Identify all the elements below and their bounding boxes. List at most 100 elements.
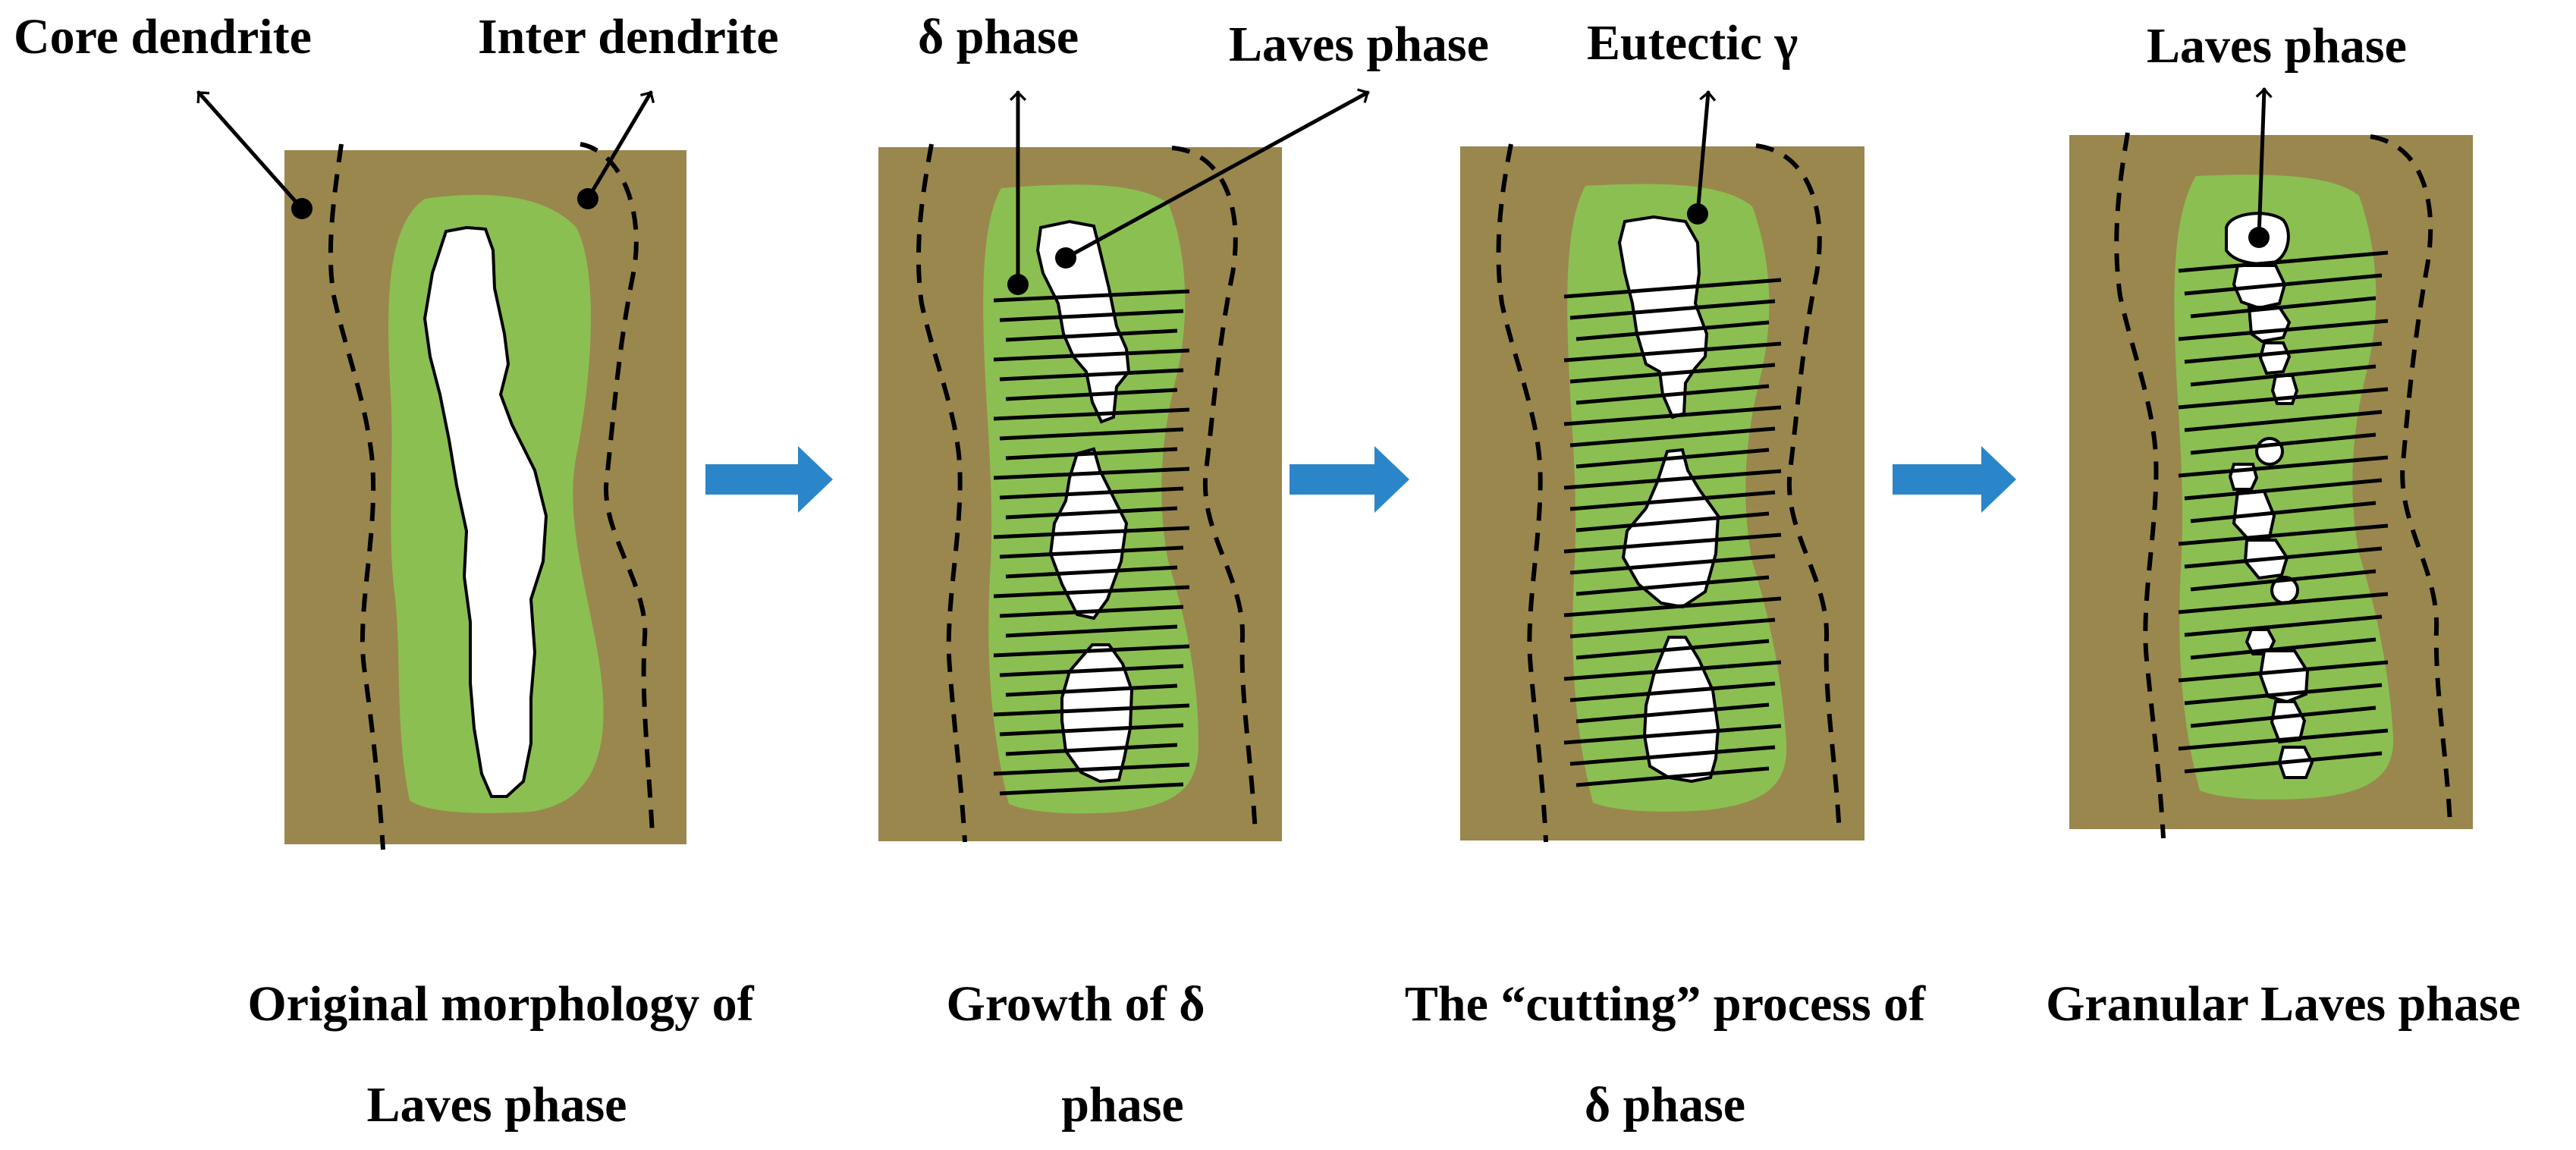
delta-phase-needle: [1569, 554, 1776, 575]
delta-phase-needle: [993, 348, 1190, 362]
delta-phase-needle: [2178, 455, 2389, 478]
delta-phase-needle: [999, 723, 1184, 737]
caption-line: phase: [1061, 1077, 1183, 1133]
caption-line: Original morphology of: [247, 976, 754, 1032]
delta-phase-needle: [1563, 405, 1782, 426]
core-dendrite-boundary-left: [328, 143, 385, 850]
delta-phase-needle: [2184, 410, 2383, 432]
delta-phase-needle: [999, 427, 1184, 441]
delta-phase-needle: [1575, 575, 1770, 596]
caption-line: Growth of δ: [946, 976, 1205, 1032]
delta-phase-needle: [2184, 614, 2383, 637]
delta-phase-needle: [2190, 569, 2377, 592]
delta-phase-needle: [993, 526, 1190, 539]
delta-phase-needle: [993, 703, 1190, 717]
delta-phase-needle: [1563, 660, 1782, 681]
delta-phase-needle: [2184, 478, 2383, 501]
delta-phase-needle: [1563, 533, 1782, 554]
laves-phase-label: Laves phase: [1229, 17, 1489, 72]
panel-cutting-process: Eutectic γ: [1460, 15, 1864, 843]
right-arrow: [1893, 446, 2016, 513]
laves-phase-segment: [1035, 219, 1131, 424]
delta-phase-needle: [2190, 432, 2377, 455]
laves-phase-leader: [1063, 93, 1370, 260]
core-dendrite-boundary-left: [2114, 132, 2166, 839]
caption-line: The “cutting” process of: [1405, 976, 1926, 1032]
delta-phase-needle: [999, 664, 1184, 677]
laves-phase-segment: [1642, 636, 1720, 784]
delta-phase-needle: [1005, 565, 1178, 579]
delta-phase-needle: [1575, 702, 1770, 724]
right-arrow: [705, 446, 833, 513]
delta-phase-needle: [1569, 617, 1776, 639]
delta-phase-needle: [1563, 278, 1782, 299]
delta-phase-needle: [999, 486, 1184, 500]
delta-phase-needle: [993, 467, 1190, 480]
delta-phase-needle: [993, 289, 1190, 303]
delta-phase-needle: [1575, 448, 1770, 469]
delta-phase-needle: [1575, 639, 1770, 660]
delta-phase-needle: [2190, 705, 2377, 728]
delta-phase-needles: [2178, 250, 2389, 774]
delta-phase-needle: [1569, 363, 1776, 384]
panel-original-morphology: Core dendrite Inter dendrite: [14, 9, 779, 850]
delta-phase-needle: [1575, 766, 1770, 787]
delta-phase-needles: [993, 289, 1190, 796]
delta-phase-needle: [2184, 751, 2383, 774]
core-dendrite-boundary-left: [1496, 143, 1548, 843]
core-dendrite-boundary-right: [1755, 143, 1842, 835]
delta-phase-needle: [1005, 506, 1178, 520]
delta-phase-needle: [993, 762, 1190, 776]
core-dendrite-label: Core dendrite: [14, 9, 312, 64]
delta-phase-needle: [1569, 299, 1776, 320]
delta-phase-needle: [2184, 683, 2383, 705]
delta-phase-needle: [999, 368, 1184, 382]
delta-phase-needle: [993, 644, 1190, 658]
delta-phase-needle: [2178, 592, 2389, 614]
delta-phase-needle: [2190, 296, 2377, 319]
caption-line: δ phase: [1585, 1077, 1745, 1133]
core-dendrite-boundary-right: [2370, 134, 2452, 824]
delta-phase-needle: [2190, 364, 2377, 387]
inter-dendrite-label: Inter dendrite: [478, 9, 779, 64]
delta-phase-needle: [2184, 546, 2383, 569]
delta-phase-needle: [2190, 501, 2377, 523]
delta-phase-needle: [1005, 447, 1178, 460]
delta-phase-needle: [2178, 728, 2389, 751]
eutectic-gamma-leader: [1695, 90, 1708, 216]
delta-phase-label: δ phase: [918, 9, 1079, 64]
core-dendrite-boundary-right: [580, 142, 655, 835]
delta-phase-needle: [1569, 681, 1776, 702]
delta-phase-needle: [2184, 341, 2383, 364]
delta-phase-needles: [1563, 278, 1782, 787]
delta-phase-needle: [999, 545, 1184, 559]
delta-phase-needle: [1005, 388, 1178, 401]
delta-phase-needle: [1005, 328, 1178, 342]
core-dendrite-boundary-left: [916, 143, 967, 843]
captions: Original morphology of Laves phase Growt…: [247, 976, 2521, 1133]
delta-phase-needle: [2184, 273, 2383, 296]
delta-phase-needle: [993, 407, 1190, 421]
delta-phase-needle: [1005, 624, 1178, 638]
panel-granular-laves-phase: Laves phase: [2069, 18, 2473, 839]
laves-phase-label: Laves phase: [2147, 18, 2407, 74]
delta-phase-needle: [1575, 320, 1770, 341]
delta-phase-needle: [2178, 660, 2389, 683]
delta-phase-needle: [1563, 724, 1782, 745]
delta-phase-needle: [999, 309, 1184, 322]
core-dendrite-leader: [196, 90, 304, 211]
delta-phase-needle: [1569, 426, 1776, 448]
delta-phase-needle: [2178, 523, 2389, 546]
delta-phase-needle: [1575, 384, 1770, 405]
caption-line: Laves phase: [367, 1077, 627, 1133]
laves-phase-leader: [2259, 87, 2264, 240]
delta-phase-needle: [2178, 387, 2389, 410]
delta-phase-needle: [1575, 511, 1770, 533]
delta-phase-needle: [1005, 683, 1178, 697]
delta-phase-needle: [1005, 743, 1178, 756]
delta-phase-needle: [2178, 319, 2389, 341]
delta-phase-needle: [1569, 490, 1776, 511]
laves-phase-segment: [1617, 215, 1709, 419]
right-arrow: [1290, 446, 1409, 513]
